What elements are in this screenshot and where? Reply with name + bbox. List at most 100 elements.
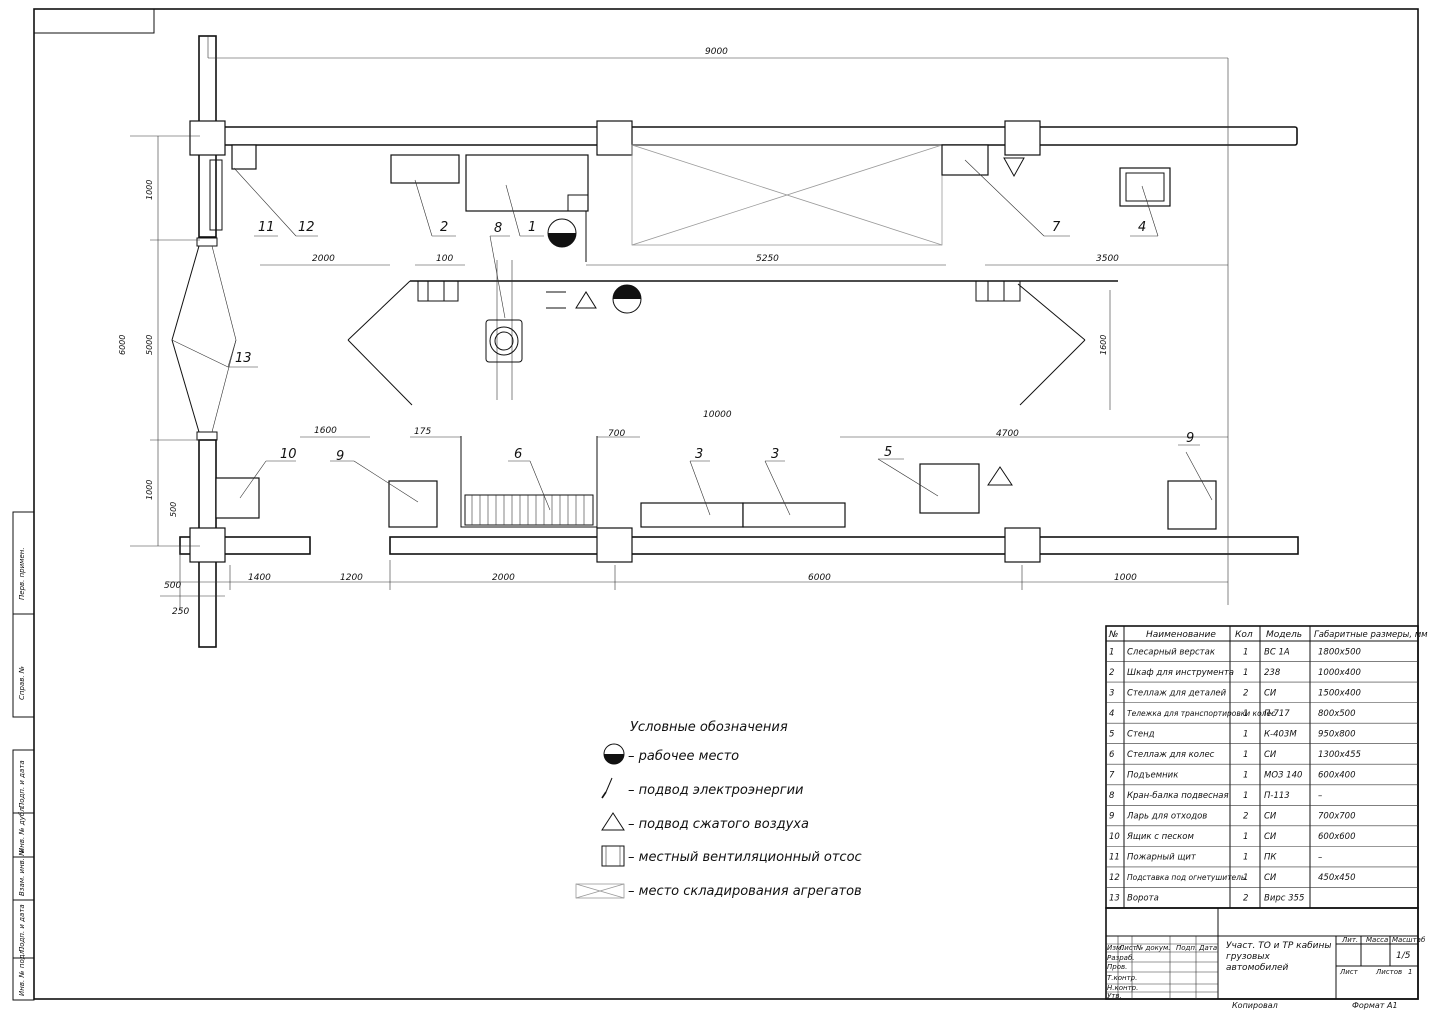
dim: 5000: [145, 335, 154, 355]
tb-sheet: Лист: [1339, 968, 1359, 976]
table-cell: ВС 1А: [1264, 647, 1290, 657]
table-cell: 600х600: [1318, 832, 1355, 842]
marker: 3: [695, 447, 703, 462]
dim: 700: [608, 429, 625, 439]
tb-developed: Разраб.: [1107, 954, 1135, 962]
dim: 3500: [1096, 254, 1119, 264]
dim: 1000: [1114, 573, 1137, 583]
tb-ncontrol: Н.контр.: [1107, 984, 1138, 992]
table-cell: Стенд: [1127, 729, 1155, 739]
tb-copied: Копировал: [1232, 1001, 1278, 1010]
tb-format: Формат А1: [1352, 1001, 1398, 1010]
marker: 9: [336, 449, 344, 464]
dim: 10000: [703, 410, 732, 420]
table-cell: 10: [1109, 832, 1120, 842]
stamp-text: Справ. №: [18, 666, 26, 700]
table-cell: 238: [1264, 668, 1281, 678]
dim: 1600: [314, 426, 337, 436]
marker: 10: [280, 447, 297, 462]
table-cell: Стеллаж для деталей: [1127, 688, 1227, 698]
marker: 6: [514, 447, 522, 462]
table-cell: П-717: [1264, 709, 1290, 719]
table-cell: 1: [1243, 647, 1248, 657]
table-cell: 1: [1243, 791, 1248, 801]
stand: [919, 463, 980, 514]
extinguisher-stand: [231, 144, 257, 170]
marker: 8: [494, 221, 502, 236]
table-cell: 2: [1109, 668, 1114, 678]
stamp-text: Инв. № дубл.: [18, 805, 26, 853]
tb-checked: Пров.: [1107, 963, 1127, 971]
workbench: [465, 154, 589, 212]
dim: 1600: [1099, 335, 1108, 355]
table-cell: 1800х500: [1318, 647, 1361, 657]
table-cell: К-403М: [1264, 729, 1297, 739]
table-cell: ПК: [1264, 853, 1277, 863]
stamp-text: Инв. № подл.: [18, 948, 26, 996]
marker: 2: [440, 220, 448, 235]
project-title: Участ. ТО и ТР кабины грузовых автомобил…: [1226, 941, 1334, 973]
table-cell: 3: [1109, 688, 1114, 698]
table-cell: 800х500: [1318, 709, 1355, 719]
table-cell: 9: [1109, 812, 1114, 822]
tb-changes: Изм.: [1107, 944, 1123, 952]
sheet-frame: [33, 8, 1419, 1000]
tb-date: Дата: [1198, 944, 1217, 952]
stamp-text: Перв. примен.: [18, 547, 26, 600]
table-cell: 12: [1109, 873, 1120, 883]
table-cell: 1500х400: [1318, 688, 1361, 698]
legend: Условные обозначения – рабочее место – п…: [575, 720, 862, 899]
dim: 500: [169, 502, 178, 517]
dim: 100: [436, 254, 453, 264]
dim: 1200: [340, 573, 363, 583]
table-cell: 1: [1243, 832, 1248, 842]
legend-item: – подвод электроэнергии: [628, 783, 804, 798]
table-cell: 13: [1109, 894, 1120, 904]
table-cell: 11: [1109, 853, 1120, 863]
th-name: Наименование: [1146, 630, 1216, 640]
table-cell: Слесарный верстак: [1127, 647, 1216, 657]
table-cell: Пожарный щит: [1127, 853, 1197, 863]
table-cell: 8: [1109, 791, 1115, 801]
wheel-rack: [464, 494, 594, 526]
sand-box: [215, 477, 260, 519]
table-cell: 1: [1243, 709, 1248, 719]
legend-item: – подвод сжатого воздуха: [628, 817, 809, 832]
table-cell: СИ: [1264, 873, 1277, 883]
marker: 3: [771, 447, 779, 462]
table-cell: 450х450: [1318, 873, 1355, 883]
table-cell: СИ: [1264, 750, 1277, 760]
table-cell: МОЗ 140: [1264, 771, 1302, 781]
title-block: Изм. Лист № докум. Подп. Дата Разраб. Пр…: [1105, 907, 1426, 1010]
tb-sign: Подп.: [1176, 944, 1197, 952]
table-cell: 1300х455: [1318, 750, 1361, 760]
table-cell: 2: [1243, 688, 1248, 698]
tb-scale: Масштаб: [1392, 936, 1426, 944]
marker: 1: [528, 220, 536, 235]
table-cell: 1: [1243, 668, 1248, 678]
marker: 7: [1052, 220, 1061, 235]
dim: 4700: [996, 429, 1019, 439]
table-cell: Вирс 355: [1264, 894, 1304, 904]
dim: 175: [414, 427, 431, 437]
th-num: №: [1108, 630, 1118, 640]
stamp-text: Подп. и дата: [18, 904, 26, 952]
table-cell: Ящик с песком: [1126, 832, 1194, 842]
table-cell: 1: [1243, 729, 1248, 739]
table-cell: 2: [1243, 894, 1248, 904]
dim: 5250: [756, 254, 779, 264]
table-cell: СИ: [1264, 688, 1277, 698]
parts-shelf-1: [640, 502, 744, 528]
stamp-text: Взам. инв. №: [18, 848, 26, 896]
table-cell: Тележка для транспортировки колес: [1127, 709, 1276, 718]
table-cell: 7: [1109, 771, 1115, 781]
table-cell: 1: [1243, 873, 1248, 883]
table-cell: –: [1318, 853, 1322, 863]
table-cell: 4: [1109, 709, 1114, 719]
marker: 4: [1138, 220, 1146, 235]
tb-lit: Лит.: [1341, 936, 1358, 944]
table-cell: П-113: [1264, 791, 1290, 801]
dim: 500: [164, 581, 181, 591]
legend-item: – рабочее место: [628, 749, 739, 764]
